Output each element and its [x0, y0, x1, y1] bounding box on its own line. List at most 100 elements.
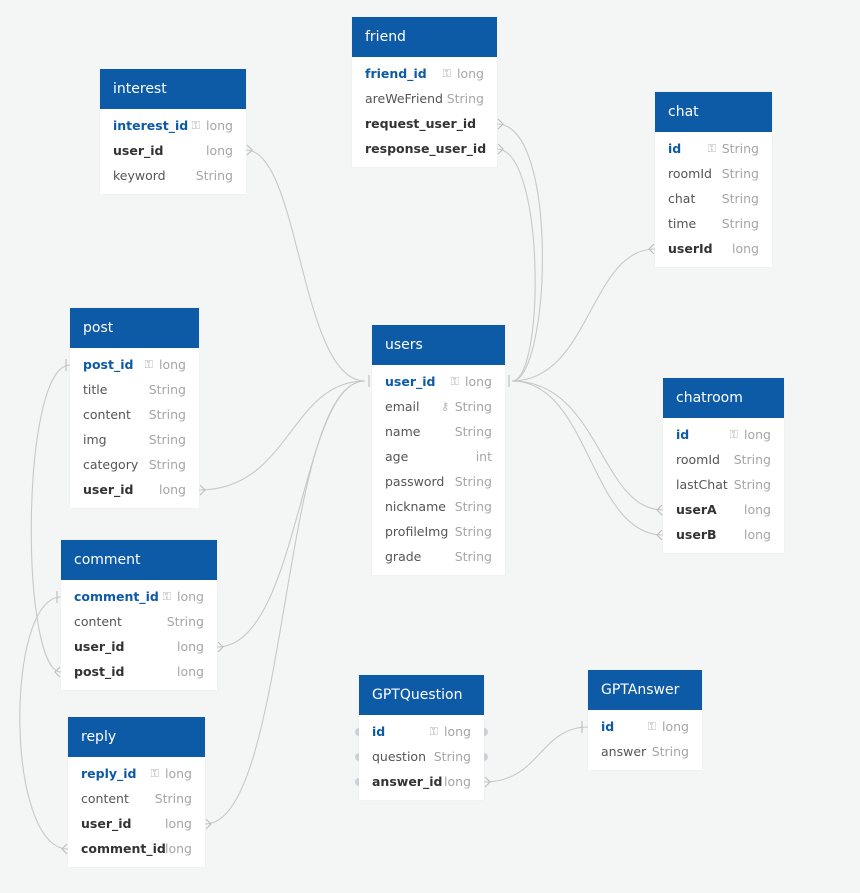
column-type: String [721, 191, 759, 206]
column-name: request_user_id [365, 116, 477, 131]
column-row[interactable]: response_user_id [352, 136, 497, 161]
column-type: String [721, 216, 759, 231]
column-row[interactable]: post_id⚿long [70, 352, 199, 377]
column-name: content [74, 614, 122, 629]
relation-reply-comment [19, 596, 69, 850]
column-type: long [177, 664, 204, 679]
column-type: String [446, 91, 484, 106]
column-row[interactable]: lastChat String [663, 472, 784, 497]
column-row[interactable]: reply_id⚿long [68, 761, 205, 786]
column-name: id [601, 719, 615, 734]
column-name: answer_id [372, 774, 443, 789]
key-icon: ⚿ [162, 590, 171, 603]
key-icon: ⚿ [707, 142, 716, 155]
column-name: lastChat [676, 477, 728, 492]
column-row[interactable]: category String [70, 452, 199, 477]
column-row[interactable]: post_id long [61, 659, 217, 684]
table-header: reply [68, 717, 205, 757]
column-row[interactable]: request_user_id [352, 111, 497, 136]
column-type: long [744, 427, 771, 442]
column-name: userA [676, 502, 717, 517]
relation-chatroom-userB-users [511, 380, 664, 536]
column-name: roomId [668, 166, 712, 181]
column-name: grade [385, 549, 422, 564]
relation-post-users [198, 380, 366, 491]
column-row[interactable]: friend_id⚿long [352, 61, 497, 86]
relation-comment-post [30, 364, 71, 673]
column-type: String [733, 477, 771, 492]
column-name: user_id [74, 639, 125, 654]
table-header: friend [352, 17, 497, 57]
relation-comment-users [216, 380, 366, 648]
column-type: String [651, 744, 689, 759]
column-name: category [83, 457, 139, 472]
column-name: userId [668, 241, 713, 256]
column-name: profileImg [385, 524, 449, 539]
column-name: post_id [74, 664, 125, 679]
column-type: long [732, 241, 759, 256]
column-row[interactable]: comment_id⚿long [61, 584, 217, 609]
column-row[interactable]: interest_id⚿long [100, 113, 246, 138]
column-name: age [385, 449, 409, 464]
relation-interest-users [245, 149, 366, 382]
column-type: String [454, 399, 492, 414]
column-row[interactable]: email⚷String [372, 394, 505, 419]
relation-friend-response-users [496, 148, 536, 382]
column-row[interactable]: id⚿String [655, 136, 772, 161]
column-name: user_id [113, 143, 164, 158]
column-row[interactable]: id⚿long [588, 714, 702, 739]
column-name: content [81, 791, 129, 806]
column-row[interactable]: id⚿long [359, 719, 484, 744]
table-header: chat [655, 92, 772, 132]
column-row[interactable]: userId long [655, 236, 772, 261]
column-row[interactable]: user_id⚿long [372, 369, 505, 394]
column-type: String [454, 499, 492, 514]
column-type: String [148, 457, 186, 472]
column-row[interactable]: id⚿long [663, 422, 784, 447]
relation-friend-request-users [496, 123, 543, 382]
column-name: roomId [676, 452, 720, 467]
table-header: post [70, 308, 199, 348]
column-name: id [668, 141, 682, 156]
